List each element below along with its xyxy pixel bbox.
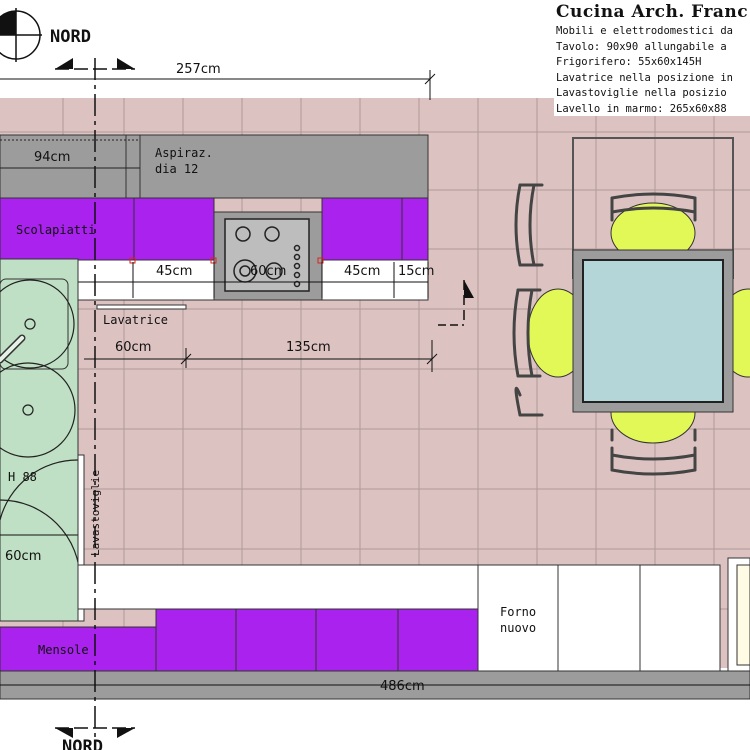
title-line-6: Lavello in marmo: 265x60x88: [556, 102, 727, 115]
title-line-5: Lavastoviglie nella posizio: [556, 87, 727, 99]
dining-table: [512, 137, 750, 476]
h88-label: H 88: [8, 470, 37, 484]
dim-257: 257cm: [176, 62, 221, 77]
tall-unit-1: [557, 564, 641, 672]
lavatrice-label: Lavatrice: [103, 313, 168, 327]
forno-label: Forno: [500, 605, 536, 619]
sink-counter: [0, 258, 79, 622]
cabinet-scolapiatti: [0, 197, 135, 261]
bottom-white-counter: [77, 564, 479, 610]
title-line-3: Frigorifero: 55x60x145H: [556, 56, 702, 68]
tall-unit-2: [639, 564, 721, 672]
aspiraz-label-2: dia 12: [155, 162, 198, 176]
bottom-cabinet-2: [235, 608, 317, 672]
aspiraz-label: Aspiraz.: [155, 146, 213, 160]
mensole-label: Mensole: [38, 643, 89, 657]
title-line-2: Tavolo: 90x90 allungabile a: [556, 40, 727, 53]
lavastoviglie: [77, 454, 85, 622]
bottom-cabinet-1: [155, 608, 237, 672]
table-top: [582, 259, 724, 403]
compass-label-bottom: NORD: [62, 737, 103, 750]
sink-basin-1: [0, 278, 69, 370]
dim-45a: 45cm: [156, 264, 192, 279]
bottom-cabinet-3: [315, 608, 399, 672]
sink-basins: [0, 279, 81, 581]
cabinet-left-of-hob: [133, 197, 215, 261]
dim-15: 15cm: [398, 264, 434, 279]
counter-strip-right: [321, 259, 429, 301]
dim-94: 94cm: [34, 150, 70, 165]
lavatrice-outline: [96, 304, 187, 310]
title-heading: Cucina Arch. Franc: [556, 2, 749, 22]
dim-60-hob: 60cm: [250, 264, 286, 279]
lavastoviglie-label: Lavastoviglie: [89, 470, 102, 556]
cabinet-right-of-hob: [321, 197, 403, 261]
dim-135: 135cm: [286, 340, 331, 355]
forno-label-2: nuovo: [500, 621, 536, 635]
dim-486: 486cm: [380, 679, 425, 694]
dim-45b: 45cm: [344, 264, 380, 279]
dim-60-lav: 60cm: [115, 340, 151, 355]
title-line-4: Lavatrice nella posizione in: [556, 71, 734, 84]
title-block: Cucina Arch. Franc Mobili e elettrodomes…: [554, 0, 750, 116]
compass-label: NORD: [50, 27, 91, 47]
title-line-1: Mobili e elettrodomestici da: [556, 25, 734, 37]
dim-60-left: 60cm: [5, 549, 41, 564]
dimension-mid: [84, 340, 438, 372]
upper-counter: [0, 134, 429, 199]
cabinet-end: [401, 197, 429, 261]
dimension-top: [0, 70, 436, 100]
bottom-cabinet-4: [397, 608, 479, 672]
forno-unit: [477, 564, 559, 672]
counter-strip: [77, 259, 215, 301]
scolapiatti-label: Scolapiatti: [16, 223, 95, 237]
